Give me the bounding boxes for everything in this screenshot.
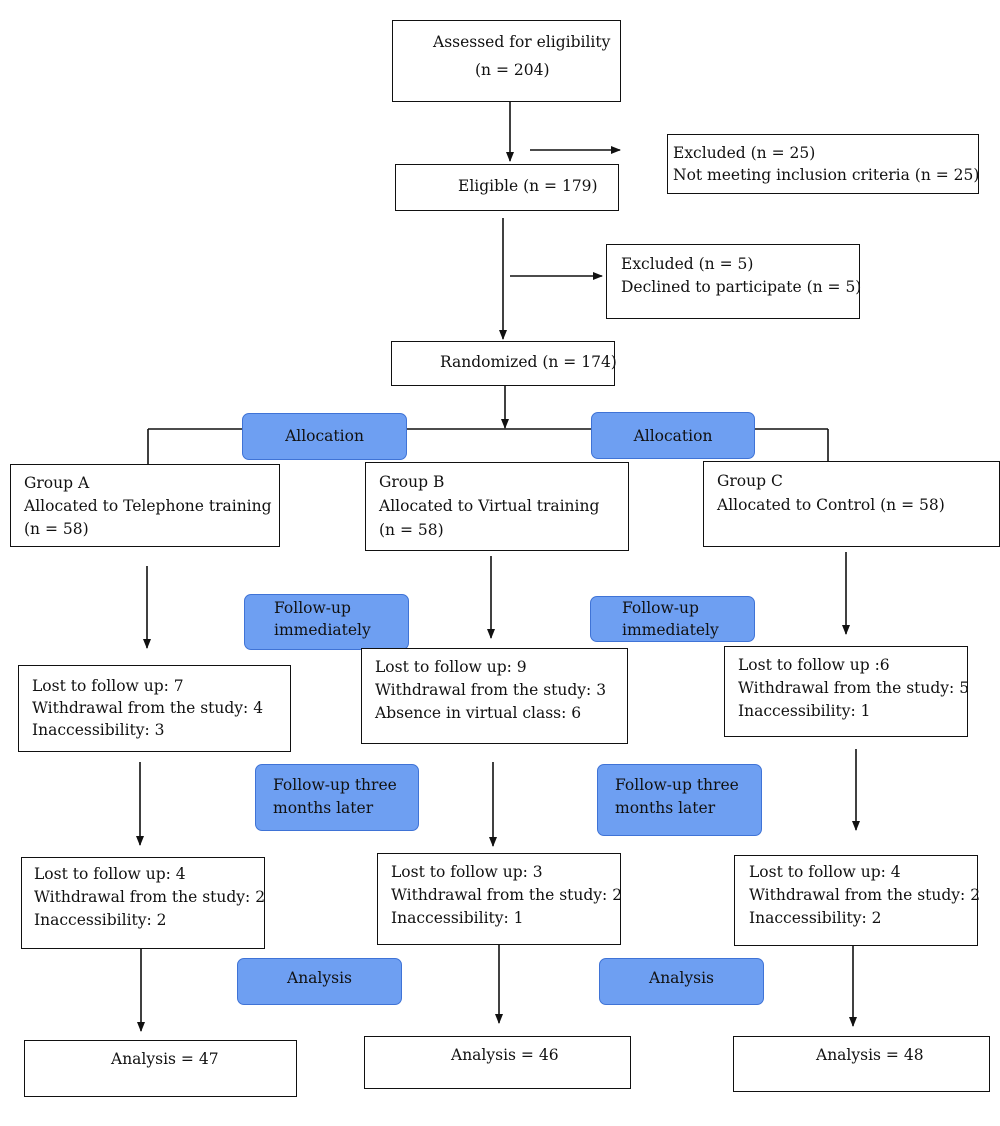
- group-a-name: Group A: [24, 474, 90, 492]
- followup-immediate-label-right: Follow-up immediately: [590, 596, 755, 642]
- group-a-count: (n = 58): [24, 520, 89, 538]
- group-b-arm: Allocated to Virtual training: [379, 497, 600, 515]
- assessed-label: Assessed for eligibility: [433, 33, 611, 51]
- group-a-analysis-box: Analysis = 47: [24, 1040, 297, 1097]
- group-c-followup1-box: Lost to follow up :6 Withdrawal from the…: [724, 646, 969, 737]
- excluded-2-reason: Declined to participate (n = 5): [621, 278, 862, 296]
- excluded-box-2: Excluded (n = 5) Declined to participate…: [606, 244, 862, 319]
- assessed-count: (n = 204): [475, 61, 550, 79]
- eligible-box: Eligible (n = 179): [395, 164, 619, 211]
- group-b-allocation-box: Group B Allocated to Virtual training (n…: [365, 462, 629, 551]
- group-b-followup1-box: Lost to follow up: 9 Withdrawal from the…: [361, 648, 628, 744]
- excluded-box-1: Excluded (n = 25) Not meeting inclusion …: [667, 134, 979, 194]
- analysis-label-left: Analysis: [237, 958, 402, 1005]
- group-a-allocation-box: Group A Allocated to Telephone training …: [10, 464, 280, 547]
- eligible-label: Eligible (n = 179): [458, 177, 598, 195]
- followup-three-months-label-right: Follow-up three months later: [597, 764, 762, 836]
- assessed-box: Assessed for eligibility (n = 204): [392, 20, 621, 102]
- group-a-arm: Allocated to Telephone training: [24, 497, 272, 515]
- analysis-label-right: Analysis: [599, 958, 764, 1005]
- followup-three-months-label-left: Follow-up three months later: [255, 764, 419, 831]
- group-b-count: (n = 58): [379, 521, 444, 539]
- allocation-label-right: Allocation: [591, 412, 755, 459]
- group-b-name: Group B: [379, 473, 445, 491]
- group-c-arm: Allocated to Control (n = 58): [717, 496, 945, 514]
- excluded-1-count: Excluded (n = 25): [673, 144, 816, 162]
- group-b-followup2-box: Lost to follow up: 3 Withdrawal from the…: [377, 853, 622, 945]
- excluded-1-reason: Not meeting inclusion criteria (n = 25): [673, 166, 980, 184]
- group-b-analysis-box: Analysis = 46: [364, 1036, 631, 1089]
- excluded-2-count: Excluded (n = 5): [621, 255, 754, 273]
- group-c-followup2-box: Lost to follow up: 4 Withdrawal from the…: [734, 855, 980, 946]
- group-a-followup1-box: Lost to follow up: 7 Withdrawal from the…: [18, 665, 291, 752]
- randomized-box: Randomized (n = 174): [391, 341, 617, 386]
- group-c-allocation-box: Group C Allocated to Control (n = 58): [703, 461, 1000, 547]
- followup-immediate-label-left: Follow-up immediately: [244, 594, 409, 650]
- group-c-name: Group C: [717, 472, 783, 490]
- group-c-analysis-box: Analysis = 48: [733, 1036, 990, 1092]
- group-a-followup2-box: Lost to follow up: 4 Withdrawal from the…: [21, 857, 265, 949]
- allocation-label-left: Allocation: [242, 413, 407, 460]
- randomized-label: Randomized (n = 174): [440, 353, 617, 371]
